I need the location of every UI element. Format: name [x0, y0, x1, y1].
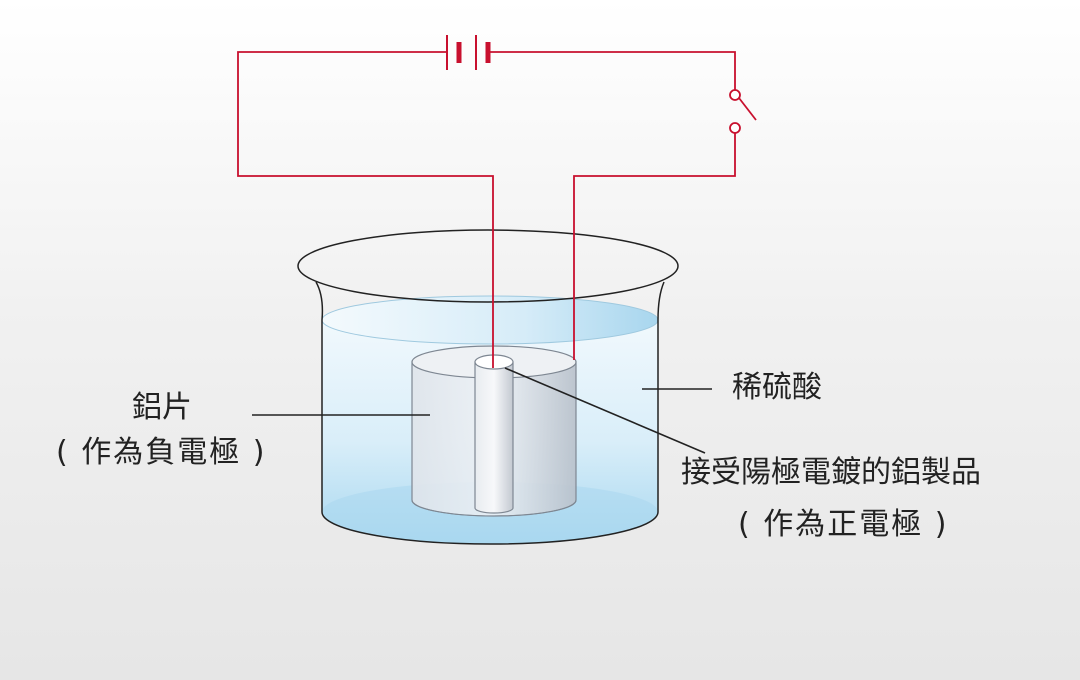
aluminum-sheet-label: 鋁片 [132, 390, 192, 425]
workpiece-role-label: ( 作為正電極 ) [738, 507, 949, 542]
switch-icon[interactable] [729, 89, 757, 134]
leader-lines [252, 367, 712, 454]
aluminum-workpiece-rod [474, 354, 514, 514]
workpiece-label: 接受陽極電鍍的鋁製品 [681, 455, 981, 490]
electrolyte-label: 稀硫酸 [732, 370, 822, 405]
leader-workpiece [504, 367, 706, 454]
aluminum-sheet-role-label: ( 作為負電極 ) [56, 435, 267, 470]
circuit-wires [237, 51, 736, 368]
beaker [297, 229, 679, 545]
battery-icon [446, 35, 491, 70]
